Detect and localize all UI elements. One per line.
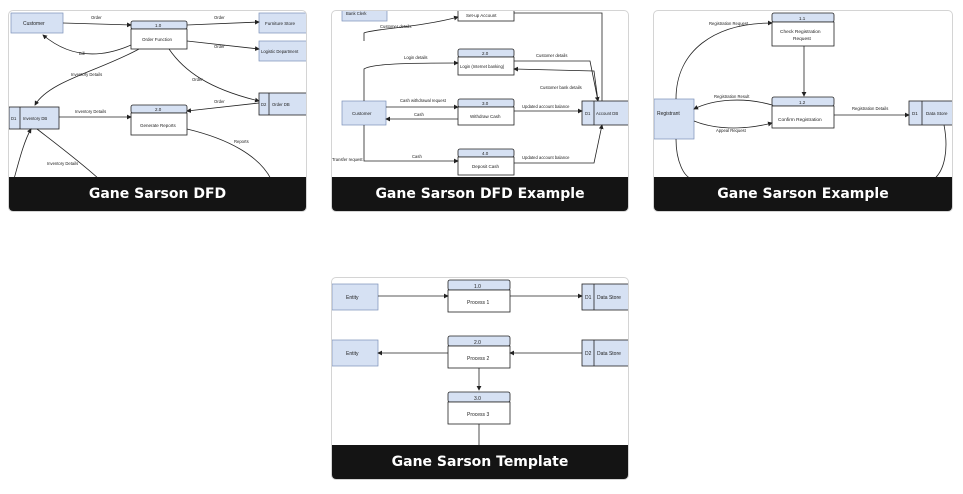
svg-text:D1: D1 <box>11 116 17 121</box>
svg-text:Cash: Cash <box>412 154 422 159</box>
svg-text:Process 3: Process 3 <box>467 412 489 418</box>
svg-text:Cash: Cash <box>414 112 424 117</box>
svg-text:Order: Order <box>214 44 225 49</box>
svg-text:Deposit Cash: Deposit Cash <box>472 164 500 169</box>
svg-text:4.0: 4.0 <box>482 151 489 156</box>
diagram-preview: Customer 1.0 Order Function Furniture St… <box>9 12 306 179</box>
template-card-gane-sarson-example[interactable]: 1.1 Check Registration Request Registran… <box>653 10 953 212</box>
svg-text:Login (Internet banking): Login (Internet banking) <box>460 64 505 69</box>
svg-text:D2: D2 <box>261 102 267 107</box>
svg-text:Confirm Registration: Confirm Registration <box>778 117 822 123</box>
svg-text:Set-up Account: Set-up Account <box>466 13 497 18</box>
svg-text:Appeal Request: Appeal Request <box>716 128 747 133</box>
svg-text:Inventory DB: Inventory DB <box>23 116 47 121</box>
svg-text:Data Store: Data Store <box>597 351 621 357</box>
svg-text:Updated account balance: Updated account balance <box>522 104 570 109</box>
svg-text:Generate Reports: Generate Reports <box>140 123 177 128</box>
template-card-gane-sarson-dfd-example[interactable]: Bank Clerk Set-up Account Customer detai… <box>331 10 629 212</box>
svg-text:1.2: 1.2 <box>799 100 806 105</box>
svg-text:Customer details: Customer details <box>380 24 411 29</box>
svg-text:Transfer request: Transfer request <box>332 157 363 162</box>
svg-text:Data Store: Data Store <box>597 295 621 301</box>
diagram-preview: Bank Clerk Set-up Account Customer detai… <box>332 11 628 176</box>
svg-text:Inventory Details: Inventory Details <box>47 161 78 166</box>
card-title: Gane Sarson DFD <box>9 177 306 211</box>
svg-text:Process 2: Process 2 <box>467 356 489 362</box>
svg-text:Bank Clerk: Bank Clerk <box>346 11 367 16</box>
svg-text:Bill: Bill <box>79 51 85 56</box>
svg-text:Customer: Customer <box>23 21 45 27</box>
svg-text:Customer details: Customer details <box>536 53 567 58</box>
card-title: Gane Sarson Example <box>654 177 952 211</box>
svg-text:Order: Order <box>91 15 102 20</box>
svg-text:Process 1: Process 1 <box>467 300 489 306</box>
svg-text:2.0: 2.0 <box>474 340 481 346</box>
svg-text:Registration Result: Registration Result <box>714 94 750 99</box>
diagram-preview: Entity 1.0 Process 1 D1 Data Store Entit… <box>332 279 628 446</box>
svg-text:Registration Details: Registration Details <box>852 106 888 111</box>
svg-text:D2: D2 <box>585 351 592 357</box>
svg-text:Order DB: Order DB <box>272 102 290 107</box>
svg-text:D1: D1 <box>912 111 918 116</box>
template-card-gane-sarson-dfd[interactable]: Customer 1.0 Order Function Furniture St… <box>8 10 307 212</box>
svg-text:2.0: 2.0 <box>155 107 162 112</box>
svg-text:1.0: 1.0 <box>474 284 481 290</box>
svg-text:Withdraw Cash: Withdraw Cash <box>470 114 501 119</box>
svg-text:Inventory Details: Inventory Details <box>71 72 102 77</box>
svg-text:1.1: 1.1 <box>799 16 806 21</box>
svg-text:3.0: 3.0 <box>474 396 481 402</box>
svg-text:Order: Order <box>192 77 203 82</box>
svg-text:D1: D1 <box>585 111 591 116</box>
svg-text:Cash withdrawal request: Cash withdrawal request <box>400 98 447 103</box>
card-title: Gane Sarson Template <box>332 445 628 479</box>
svg-text:Reports: Reports <box>234 139 249 144</box>
svg-text:D1: D1 <box>585 295 592 301</box>
svg-text:Order Function: Order Function <box>142 37 173 42</box>
card-title: Gane Sarson DFD Example <box>332 177 628 211</box>
svg-text:Customer: Customer <box>352 111 372 116</box>
svg-text:Entity: Entity <box>346 295 359 301</box>
svg-text:Logistic Department: Logistic Department <box>261 49 299 54</box>
svg-text:Furniture Store: Furniture Store <box>265 21 296 26</box>
diagram-preview: 1.1 Check Registration Request Registran… <box>654 12 952 179</box>
svg-text:Entity: Entity <box>346 351 359 357</box>
svg-text:3.0: 3.0 <box>482 101 489 106</box>
svg-text:Account DB: Account DB <box>596 111 618 116</box>
svg-text:Inventory Details: Inventory Details <box>75 109 106 114</box>
template-card-gane-sarson-template[interactable]: Entity 1.0 Process 1 D1 Data Store Entit… <box>331 277 629 480</box>
svg-text:1.0: 1.0 <box>155 23 162 28</box>
svg-text:Registrant: Registrant <box>657 111 680 117</box>
svg-text:Registration Request: Registration Request <box>709 21 749 26</box>
svg-text:Check Registration: Check Registration <box>780 29 821 35</box>
svg-text:Updated account balance: Updated account balance <box>522 155 570 160</box>
svg-text:Data Store: Data Store <box>926 111 948 116</box>
svg-text:Request: Request <box>793 36 812 42</box>
svg-text:Login details: Login details <box>404 55 428 60</box>
svg-text:Order: Order <box>214 15 225 20</box>
svg-text:Order: Order <box>214 99 225 104</box>
svg-text:2.0: 2.0 <box>482 51 489 56</box>
svg-text:Customer bank details: Customer bank details <box>540 85 582 90</box>
